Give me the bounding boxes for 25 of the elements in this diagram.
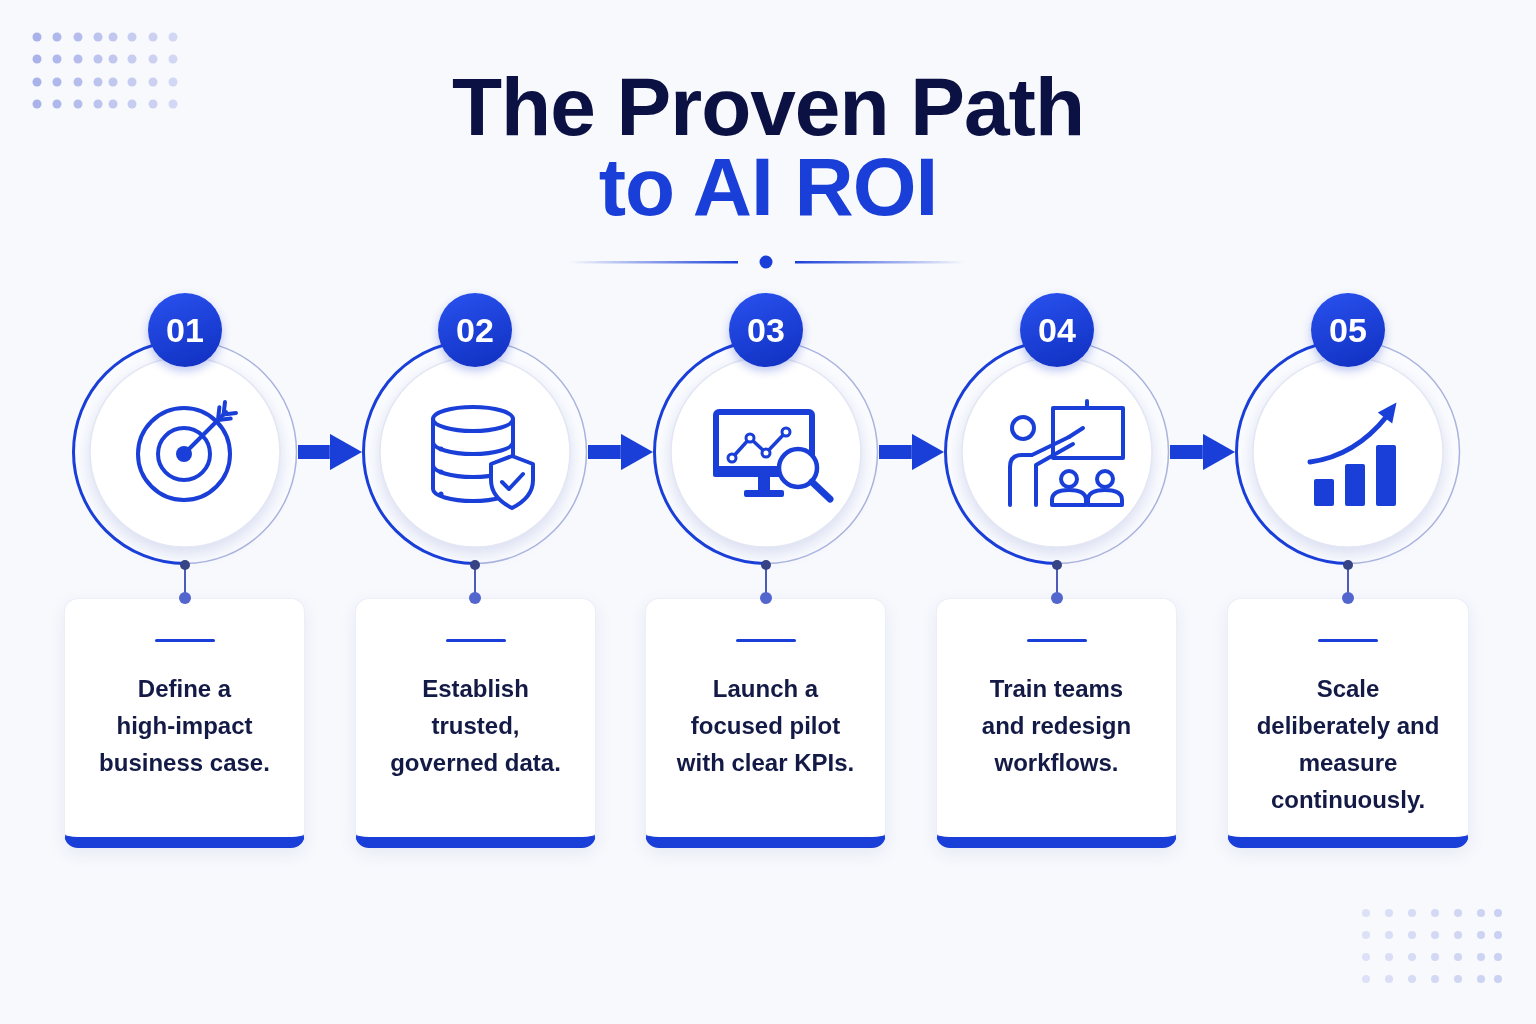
- step-card: [645, 598, 886, 848]
- step-card: [936, 598, 1177, 848]
- connector-line: [1342, 560, 1354, 604]
- step-number-badge: 03: [729, 293, 803, 367]
- arrow: [879, 433, 944, 471]
- step-description: Train teams and redesign workflows.: [980, 674, 1133, 778]
- connector-line: [760, 560, 772, 604]
- step-card: [64, 598, 305, 848]
- title: The Proven Path to AI ROI: [451, 67, 1085, 227]
- connector-line: [1051, 560, 1063, 604]
- step-description: Establish trusted, governed data.: [389, 674, 562, 778]
- step-card: [1227, 598, 1469, 848]
- connector-line: [469, 560, 481, 604]
- arrow: [1170, 433, 1235, 471]
- step-description: Scale deliberately and measure continuously.: [1255, 674, 1441, 815]
- step-card: [355, 598, 596, 848]
- step-number-badge: 04: [1020, 293, 1094, 367]
- step-number-badge: 02: [438, 293, 512, 367]
- step-number-badge: 05: [1311, 293, 1385, 367]
- step-description: Launch a focused pilot with clear KPIs.: [675, 674, 856, 778]
- arrow: [298, 433, 362, 471]
- arrow: [588, 433, 653, 471]
- connector-line: [179, 560, 191, 604]
- step-number-badge: 01: [148, 293, 222, 367]
- step-description: Define a high-impact business case.: [98, 674, 271, 778]
